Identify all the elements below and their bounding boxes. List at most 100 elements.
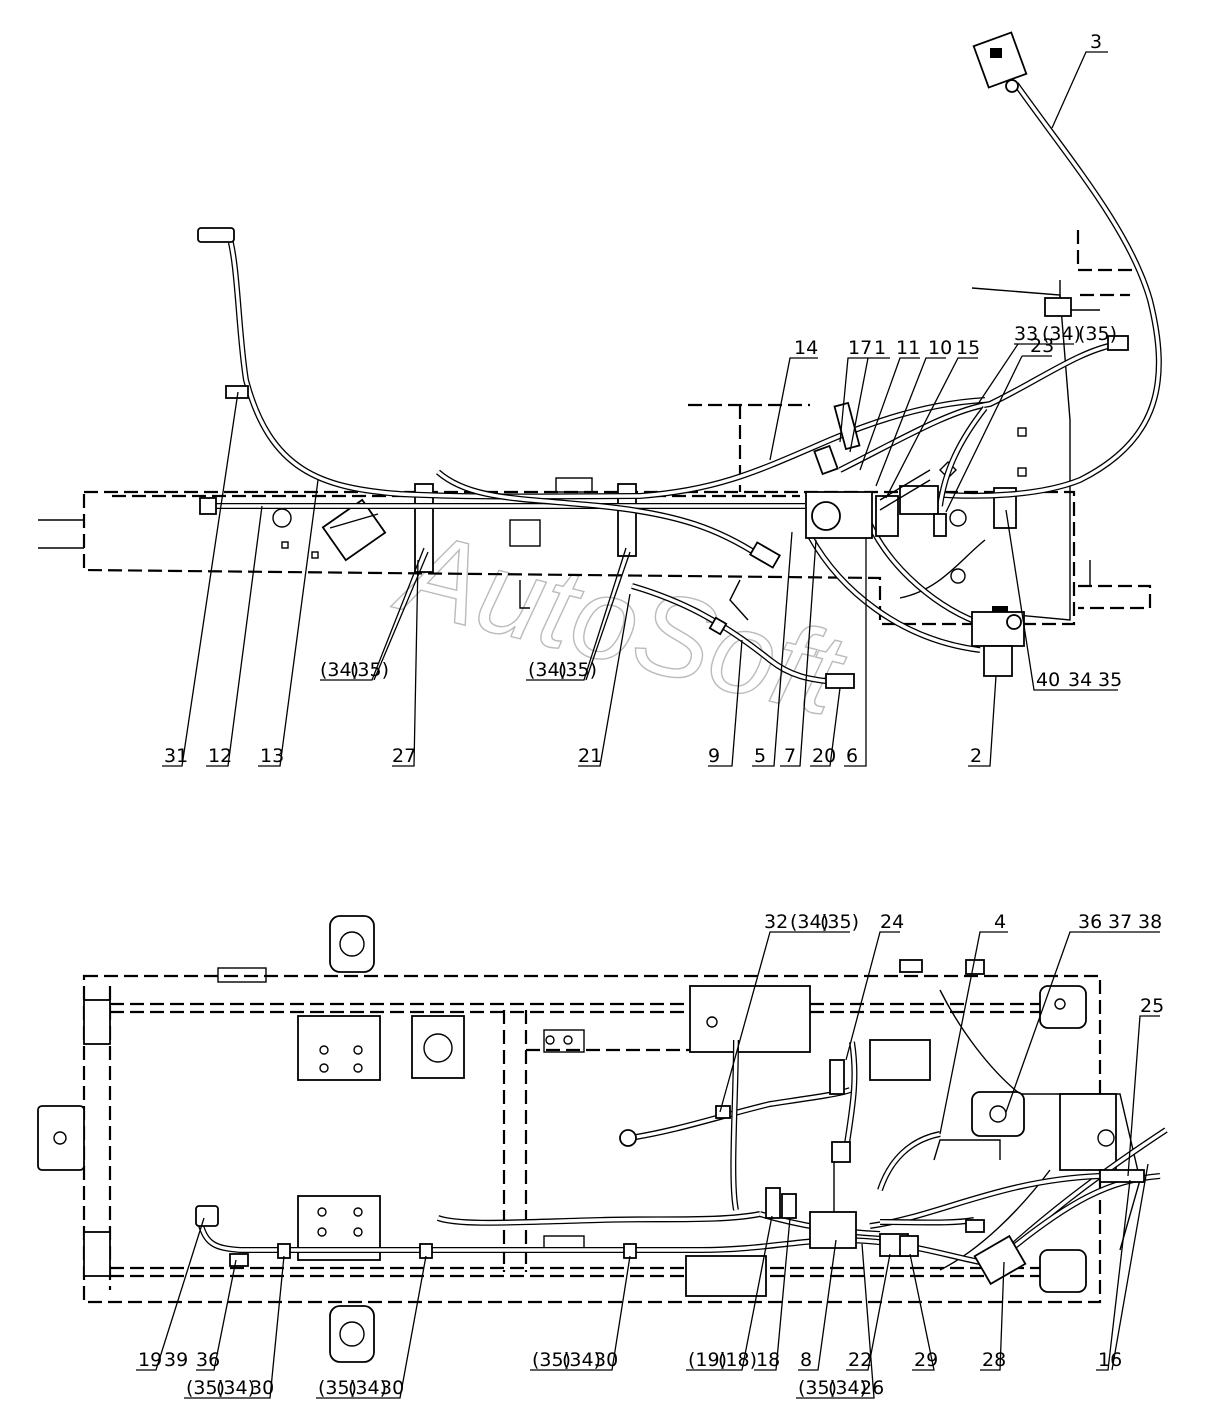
center-plate <box>411 1015 465 1079</box>
label-10: 10 <box>928 337 952 359</box>
wheel-hub-bottom-left <box>329 1305 375 1363</box>
label-35-top-right: (35) <box>1078 323 1117 345</box>
label-36-top: 36 <box>1078 911 1102 933</box>
clamp-30-a <box>277 1243 291 1259</box>
label-34-mid: (34) <box>528 659 567 681</box>
label-19-left: 19 <box>138 1349 162 1371</box>
valve-block-15 <box>899 485 939 515</box>
bottom-labels: 32 (34) (35) 24 4 36 37 38 25 19 39 36 (… <box>138 911 1164 1399</box>
clamp-32 <box>715 1105 731 1119</box>
label-17: 17 <box>848 337 872 359</box>
bottom-valve-assembly <box>765 1169 1145 1286</box>
hose-end-32 <box>619 1129 637 1147</box>
fitting-18 <box>781 1193 797 1219</box>
label-26: 26 <box>860 1377 884 1399</box>
label-30-b: 30 <box>380 1377 404 1399</box>
fitting-20 <box>825 673 855 689</box>
label-1: 1 <box>874 337 886 359</box>
label-36-left: 36 <box>196 1349 220 1371</box>
fitting-29 <box>899 1235 919 1257</box>
fitting-5 <box>749 541 781 569</box>
label-35-a: (35) <box>186 1377 225 1399</box>
bracket-21-left <box>617 483 637 557</box>
label-8: 8 <box>800 1349 812 1371</box>
top-bracket-right <box>1044 297 1072 317</box>
label-14: 14 <box>794 337 818 359</box>
clamp-30-b <box>419 1243 433 1259</box>
hose-end-fitting-top <box>197 227 235 243</box>
label-3: 3 <box>1090 31 1102 53</box>
label-16: 16 <box>1098 1349 1122 1371</box>
label-35-d: (35) <box>798 1377 837 1399</box>
label-34-left: (34) <box>320 659 359 681</box>
rear-bracket-bottom <box>685 1255 767 1297</box>
label-34-b-top: (34) <box>790 911 829 933</box>
clamp-36-left <box>229 1253 249 1267</box>
hose-12-end <box>199 497 217 515</box>
fitting-19-left <box>195 1205 219 1227</box>
fuel-tank <box>1059 1093 1117 1171</box>
label-32: 32 <box>764 911 788 933</box>
label-40: 40 <box>1036 669 1060 691</box>
clamp-30-c <box>623 1243 637 1259</box>
fitting-17 <box>833 401 861 451</box>
pump-2 <box>971 606 1025 677</box>
label-30-a: 30 <box>250 1377 274 1399</box>
label-33: 33 <box>1014 323 1038 345</box>
label-18: 18 <box>756 1349 780 1371</box>
fitting-33 <box>1107 335 1129 351</box>
label-35-mid: (35) <box>558 659 597 681</box>
label-34-d: (34) <box>828 1377 867 1399</box>
label-21: 21 <box>578 745 602 767</box>
bottom-hoses <box>195 1039 1168 1269</box>
label-5: 5 <box>754 745 766 767</box>
label-4: 4 <box>994 911 1006 933</box>
rear-bracket-top <box>689 985 811 1053</box>
label-28: 28 <box>982 1349 1006 1371</box>
label-25: 25 <box>1140 995 1164 1017</box>
top-view: 3 33 (34) (35) 23 14 17 1 11 10 15 (34) … <box>38 31 1162 767</box>
bottom-clamps <box>229 1243 637 1267</box>
label-2: 2 <box>970 745 982 767</box>
label-15: 15 <box>956 337 980 359</box>
label-35-right: 35 <box>1098 669 1122 691</box>
label-29: 29 <box>914 1349 938 1371</box>
label-24: 24 <box>880 911 904 933</box>
label-27: 27 <box>392 745 416 767</box>
component-3 <box>972 31 1028 93</box>
label-13: 13 <box>260 745 284 767</box>
valve-block-26 <box>809 1211 857 1249</box>
label-38: 38 <box>1138 911 1162 933</box>
tow-hitch <box>37 1105 85 1171</box>
rear-wheel-top <box>1039 985 1087 1029</box>
label-35-b-top: (35) <box>820 911 859 933</box>
label-39: 39 <box>164 1349 188 1371</box>
label-34-b: (34) <box>348 1377 387 1399</box>
label-6: 6 <box>846 745 858 767</box>
top-leader-lines <box>162 51 1118 767</box>
top-valve-assembly <box>805 401 947 539</box>
label-19-paren: (19) <box>688 1349 727 1371</box>
label-34-a: (34) <box>216 1377 255 1399</box>
label-18-paren: (18) <box>718 1349 757 1371</box>
filter-36 <box>971 1091 1025 1137</box>
label-7: 7 <box>784 745 796 767</box>
label-11: 11 <box>896 337 920 359</box>
label-35-left: (35) <box>350 659 389 681</box>
top-tank-body <box>899 287 1072 621</box>
wheel-hub-top-left <box>329 915 375 973</box>
mount-center-right <box>869 1039 931 1081</box>
frame-end-plate-bottom <box>83 1231 111 1277</box>
label-30-c: 30 <box>594 1349 618 1371</box>
label-34-top-right: (34) <box>1042 323 1081 345</box>
label-35-c: (35) <box>532 1349 571 1371</box>
bottom-frame-outline <box>37 915 1141 1363</box>
fitting-23 <box>933 513 947 537</box>
battery-box-symbol <box>321 498 387 562</box>
label-12: 12 <box>208 745 232 767</box>
top-frame-details <box>272 477 749 621</box>
frame-end-plate-top <box>83 999 111 1045</box>
label-31: 31 <box>164 745 188 767</box>
label-20: 20 <box>812 745 836 767</box>
